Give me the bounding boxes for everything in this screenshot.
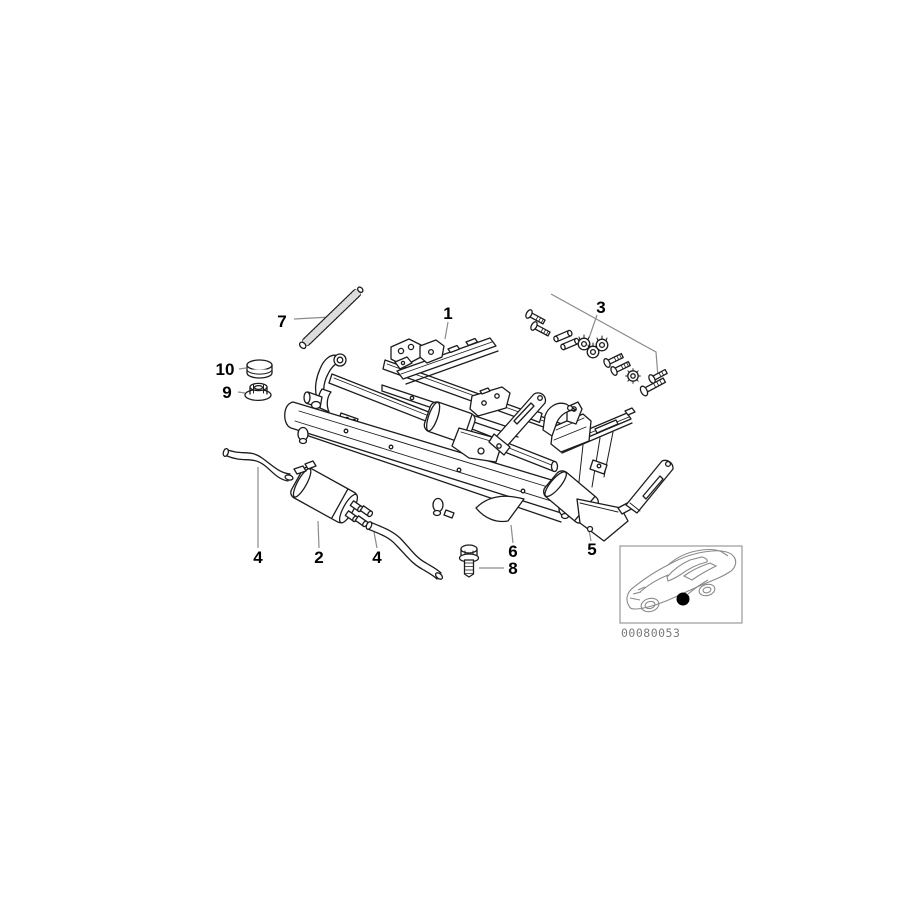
right-rail (542, 401, 636, 501)
leader-1 (444, 321, 449, 340)
bolt (610, 360, 631, 376)
carriage-beam (284, 401, 589, 523)
callout-7[interactable]: 7 (277, 312, 286, 331)
hardware-set-part-3 (525, 309, 668, 397)
callout-2[interactable]: 2 (314, 548, 323, 567)
callout-labels: 7 10 9 1 3 4 2 4 6 8 5 (216, 298, 606, 578)
cap-part-10 (246, 359, 273, 379)
bolt (648, 368, 668, 384)
callout-1[interactable]: 1 (443, 304, 452, 323)
leader-3-bracket (550, 293, 659, 378)
pin (553, 329, 573, 343)
leader-6 (510, 524, 514, 544)
spindle-part-7 (298, 286, 364, 350)
callout-4-right[interactable]: 4 (372, 548, 382, 567)
lock-washer (625, 368, 641, 384)
leader-9 (237, 391, 246, 394)
bolt-part-8 (458, 544, 480, 578)
car-outline (626, 549, 737, 613)
center-motor (423, 401, 509, 463)
left-lever-arm (303, 353, 347, 413)
hose-part-4-right (365, 521, 444, 580)
hose-part-4-left (222, 447, 294, 482)
pump-part-2 (290, 460, 374, 528)
seat-rail-part-1 (390, 337, 499, 385)
leader-10 (238, 367, 247, 370)
long-bolt (639, 377, 667, 397)
location-dot (676, 592, 690, 606)
bushings (577, 334, 609, 359)
callout-5[interactable]: 5 (587, 540, 596, 559)
bolt (525, 309, 546, 325)
nut-part-9 (244, 382, 272, 402)
center-actuator-arm (469, 386, 547, 456)
callout-9[interactable]: 9 (222, 383, 231, 402)
leader-4-right (373, 531, 378, 549)
frame-artwork (222, 286, 674, 580)
bolt (603, 352, 624, 368)
pin (560, 337, 580, 351)
callout-10[interactable]: 10 (216, 360, 235, 379)
image-number: 00080053 (621, 626, 680, 640)
leader-lines (237, 293, 659, 569)
callout-3[interactable]: 3 (596, 298, 605, 317)
motor-part-5 (543, 459, 674, 542)
vehicle-inset: 00080053 (619, 545, 743, 640)
callout-4-left[interactable]: 4 (253, 548, 263, 567)
callout-8[interactable]: 8 (508, 559, 517, 578)
bolt (530, 321, 551, 337)
cover-part-6 (475, 495, 525, 523)
inset-border (619, 545, 743, 624)
leader-7 (293, 316, 332, 320)
leader-2 (317, 520, 320, 549)
callout-6[interactable]: 6 (508, 542, 517, 561)
